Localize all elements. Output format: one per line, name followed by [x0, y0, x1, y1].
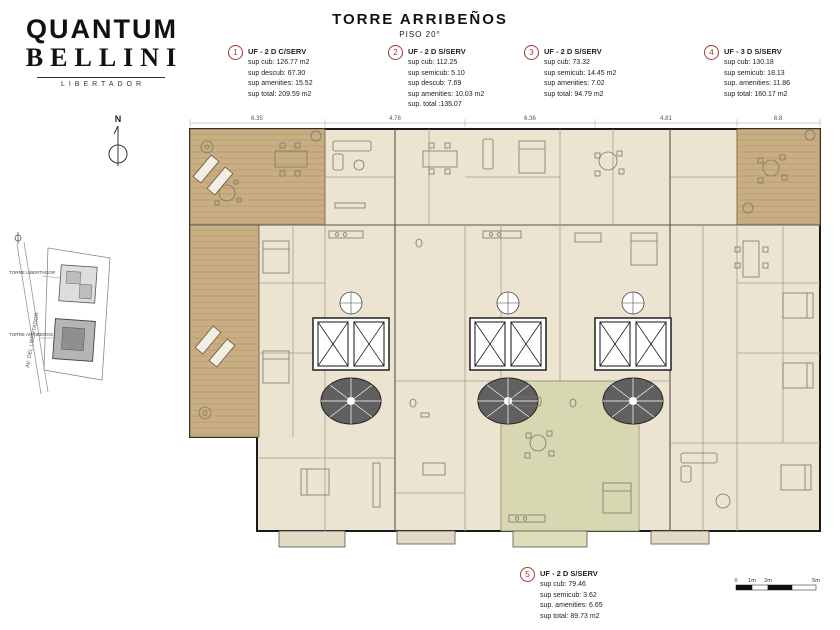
unit-4-line-3: sup total: 160.17 m2	[724, 90, 788, 98]
elevator-icon	[599, 321, 667, 367]
main-floor-plan: 6.35 4.78 6.36 4.81 6.8	[183, 113, 825, 570]
legend-unit-5: 5 UF - 2 D S/SERV sup cub: 79.46 sup sem…	[520, 567, 603, 622]
unit-3-line-1: sup semicub: 14.45 m2	[544, 69, 617, 77]
floor-plan-svg: 6.35 4.78 6.36 4.81 6.8	[189, 116, 821, 548]
unit-2-line-1: sup semicub: 5.10	[408, 69, 465, 77]
unit-5-info: UF - 2 D S/SERV sup cub: 79.46 sup semic…	[540, 568, 603, 622]
key-plan-svg: AV. DEL LIBERTADOR TORRE LIBERTADOR TORR…	[9, 232, 111, 395]
unit-1-badge: 1	[228, 45, 243, 60]
unit-2-badge: 2	[388, 45, 403, 60]
unit-1-line-0: sup cub: 126.77 m2	[248, 59, 310, 67]
legend-unit-4: 4 UF - 3 D S/SERV sup cub: 130.18 sup se…	[704, 45, 790, 100]
logo-tagline: LIBERTADOR	[60, 81, 146, 88]
unit-4-line-2: sup. amenities: 11.86	[724, 80, 791, 88]
tower-libertador-footprint	[58, 264, 98, 304]
scale-label-0: 0	[734, 578, 737, 584]
unit-1-line-1: sup descub: 67.30	[248, 69, 306, 77]
core-1	[312, 291, 390, 425]
legend-unit-1: 1 UF - 2 D C/SERV sup cub: 126.77 m2 sup…	[228, 45, 313, 100]
unit-5-badge: 5	[520, 567, 535, 582]
unit-4-name: UF - 3 D S/SERV	[724, 47, 782, 56]
unit-5-name: UF - 2 D S/SERV	[540, 569, 598, 578]
dim-top-2: 6.36	[524, 116, 536, 122]
core-3	[594, 291, 672, 425]
unit-5-line-3: sup total: 89.73 m2	[540, 612, 600, 620]
scale-label-1: 1m	[748, 578, 756, 584]
unit-4-badge: 4	[704, 45, 719, 60]
scale-bar-svg: 0 1m 2m 5m	[734, 578, 820, 591]
scale-bar: 0 1m 2m 5m	[730, 575, 830, 602]
unit-2-line-0: sup cub: 112.25	[408, 59, 458, 67]
terrace-top-right	[736, 128, 821, 226]
unit-5-line-2: sup. amenities: 6.65	[540, 602, 603, 610]
unit-3-name: UF - 2 D S/SERV	[544, 47, 602, 56]
stair-icon	[477, 377, 539, 425]
plan-floor-label: PISO 20°	[399, 30, 441, 39]
street-label: AV. DEL LIBERTADOR	[25, 312, 41, 368]
north-arrow-icon	[108, 125, 128, 166]
north-label: N	[114, 114, 122, 124]
scale-label-2: 2m	[764, 578, 772, 584]
unit-3-line-3: sup total: 94.79 m2	[544, 90, 604, 98]
unit-3-line-0: sup cub: 73.32	[544, 59, 590, 67]
unit-3-line-2: sup amenities: 7.02	[544, 80, 605, 88]
tower-libertador-label: TORRE LIBERTADOR	[9, 270, 56, 275]
unit-1-line-3: sup total: 209.59 m2	[248, 90, 312, 98]
unit-4-line-1: sup semicub: 18.13	[724, 69, 785, 77]
stair-icon	[602, 377, 664, 425]
unit-4-line-0: sup cub: 130.18	[724, 59, 774, 67]
plan-title: TORRE ARRIBEÑOS	[332, 11, 508, 28]
logo-bellini-text: BELLINI	[25, 43, 184, 72]
tower-arribenos-label: TORRE ARRIBEÑOS	[9, 331, 53, 337]
unit-4-info: UF - 3 D S/SERV sup cub: 130.18 sup semi…	[724, 46, 790, 100]
elevator-icon	[317, 321, 385, 367]
core-2	[469, 291, 547, 425]
unit-1-info: UF - 2 D C/SERV sup cub: 126.77 m2 sup d…	[248, 46, 313, 100]
plan-title-block: TORRE ARRIBEÑOS PISO 20°	[300, 11, 540, 39]
legend-unit-2: 2 UF - 2 D S/SERV sup cub: 112.25 sup se…	[388, 45, 484, 111]
tower-arribenos-footprint	[52, 318, 96, 362]
furniture-layer	[192, 129, 816, 523]
stair-icon	[320, 377, 382, 425]
unit-2-line-3: sup amenities: 10.03 m2	[408, 90, 485, 98]
elevator-icon	[474, 321, 542, 367]
dim-top-3: 4.81	[660, 116, 672, 122]
unit-1-name: UF - 2 D C/SERV	[248, 47, 307, 56]
unit-2-line-2: sup descub: 7.69	[408, 80, 462, 88]
logo-quantum-text: QUANTUM	[26, 14, 178, 44]
unit-5-line-1: sup semicub: 3.62	[540, 591, 597, 599]
unit-3-info: UF - 2 D S/SERV sup cub: 73.32 sup semic…	[544, 46, 616, 100]
scale-label-3: 5m	[812, 578, 820, 584]
unit-2-line-4: sup. total :135.07	[408, 101, 462, 109]
site-key-plan: AV. DEL LIBERTADOR TORRE LIBERTADOR TORR…	[8, 228, 126, 401]
logo-divider	[37, 77, 165, 78]
unit-1-line-2: sup amenities: 15.52	[248, 80, 313, 88]
unit-2-name: UF - 2 D S/SERV	[408, 47, 466, 56]
brand-logo: QUANTUM BELLINI LIBERTADOR	[16, 14, 186, 88]
unit-2-info: UF - 2 D S/SERV sup cub: 112.25 sup semi…	[408, 46, 484, 111]
legend-unit-3: 3 UF - 2 D S/SERV sup cub: 73.32 sup sem…	[524, 45, 616, 100]
unit-3-badge: 3	[524, 45, 539, 60]
north-arrow: N	[103, 114, 133, 175]
balconies	[278, 530, 710, 548]
dim-top-1: 4.78	[389, 116, 401, 122]
top-dimension-line: 6.35 4.78 6.36 4.81 6.8	[189, 116, 821, 127]
dim-top-0: 6.35	[251, 116, 263, 122]
unit-5-line-0: sup cub: 79.46	[540, 581, 586, 589]
dim-top-4: 6.8	[774, 116, 783, 122]
